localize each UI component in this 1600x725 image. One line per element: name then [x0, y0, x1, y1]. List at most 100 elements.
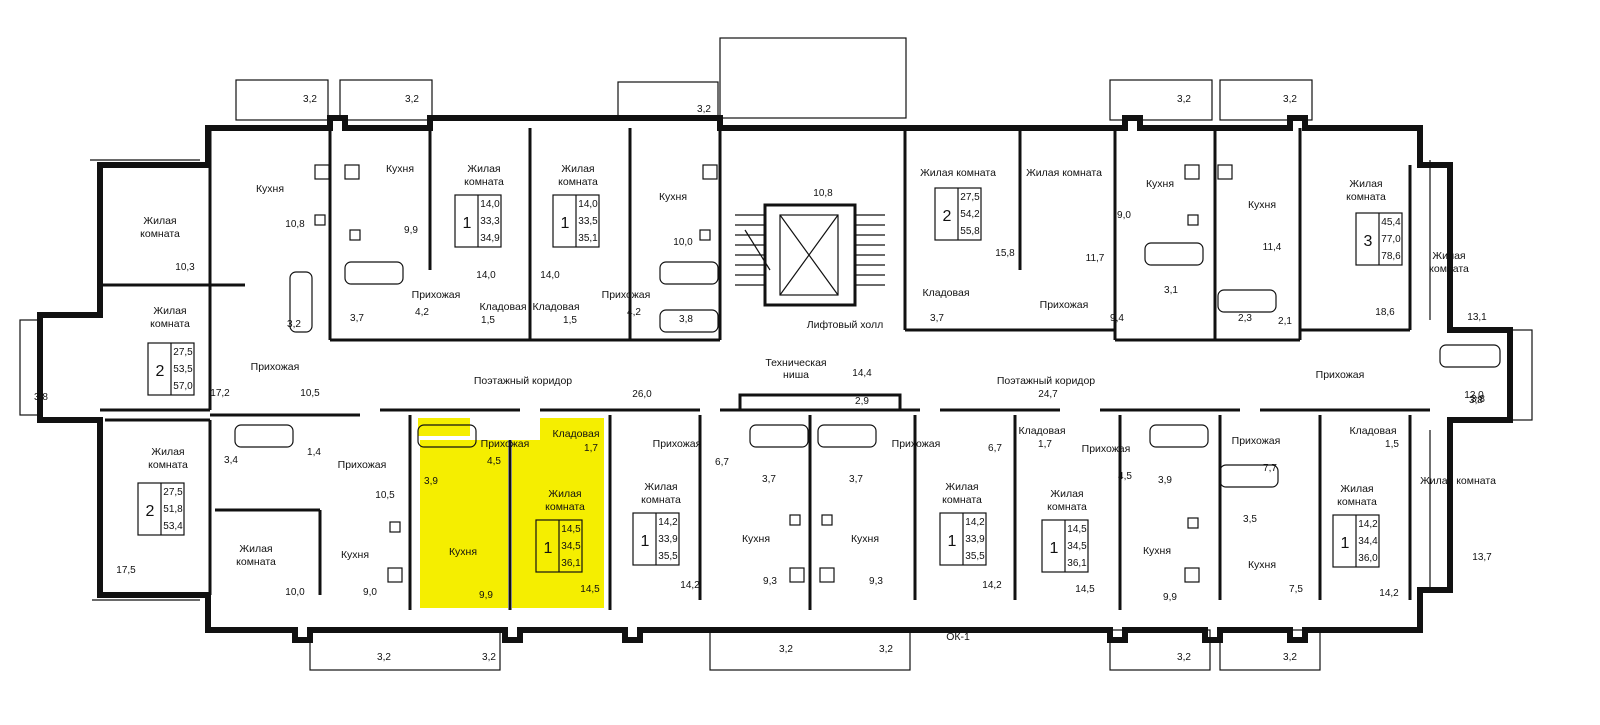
apartment-total-area: 77,0: [1381, 234, 1401, 245]
svg-text:2,3: 2,3: [1238, 313, 1252, 324]
apartment-gross-area: 36,0: [1358, 553, 1378, 564]
apartment-gross-area: 55,8: [960, 226, 980, 237]
svg-text:10,0: 10,0: [673, 237, 693, 248]
svg-text:4,2: 4,2: [627, 307, 641, 318]
svg-text:9,4: 9,4: [1110, 313, 1124, 324]
apartment-gross-area: 35,1: [578, 233, 598, 244]
svg-text:14,2: 14,2: [1379, 588, 1399, 599]
svg-text:26,0: 26,0: [632, 389, 652, 400]
apartment-living-area: 27,5: [173, 347, 193, 358]
svg-text:3,2: 3,2: [697, 104, 711, 115]
svg-text:комната: комната: [464, 176, 504, 188]
svg-text:Жилая: Жилая: [1349, 178, 1382, 190]
apartment-gross-area: 35,5: [658, 551, 678, 562]
svg-text:Жилая: Жилая: [945, 481, 978, 493]
svg-text:Кухня: Кухня: [742, 533, 770, 545]
svg-text:3,2: 3,2: [303, 94, 317, 105]
stair-lift-core: [735, 203, 885, 307]
svg-text:2,1: 2,1: [1278, 316, 1292, 327]
apartment-gross-area: 36,1: [561, 558, 581, 569]
svg-text:Жилая: Жилая: [1432, 250, 1465, 262]
svg-text:Жилая: Жилая: [1050, 488, 1083, 500]
svg-text:Техническая: Техническая: [765, 357, 826, 369]
svg-text:3,2: 3,2: [879, 644, 893, 655]
svg-text:Прихожая: Прихожая: [481, 438, 530, 450]
apartment-rooms: 1: [544, 540, 553, 557]
svg-text:комната: комната: [1337, 496, 1377, 508]
svg-text:3,2: 3,2: [1283, 652, 1297, 663]
apartment-living-area: 14,0: [480, 199, 500, 210]
svg-text:4,5: 4,5: [487, 456, 501, 467]
apartment-living-area: 27,5: [960, 192, 980, 203]
svg-text:1,5: 1,5: [563, 315, 577, 326]
svg-text:3,2: 3,2: [1177, 94, 1191, 105]
apartment-total-area: 33,9: [658, 534, 678, 545]
apartment-gross-area: 35,5: [965, 551, 985, 562]
svg-text:3,2: 3,2: [482, 652, 496, 663]
svg-text:Кухня: Кухня: [341, 549, 369, 561]
svg-text:Прихожая: Прихожая: [1040, 299, 1089, 311]
svg-text:Прихожая: Прихожая: [338, 459, 387, 471]
svg-text:1,7: 1,7: [584, 443, 598, 454]
svg-text:Жилая: Жилая: [239, 543, 272, 555]
highlighted-apartment: [418, 418, 604, 608]
svg-text:комната: комната: [641, 494, 681, 506]
apartment-total-area: 33,3: [480, 216, 500, 227]
apartment-info: 1 14,0 33,3 34,9 1 14,0 33,5 35,1 2 27,5…: [146, 192, 1402, 569]
svg-text:Жилая: Жилая: [467, 163, 500, 175]
svg-text:2,9: 2,9: [855, 396, 869, 407]
svg-text:Жилая комната: Жилая комната: [1026, 167, 1102, 179]
apartment-total-area: 34,5: [1067, 541, 1087, 552]
svg-text:14,5: 14,5: [1075, 584, 1095, 595]
svg-text:комната: комната: [140, 228, 180, 240]
apartment-total-area: 33,5: [578, 216, 598, 227]
svg-text:Поэтажный коридор: Поэтажный коридор: [474, 375, 572, 387]
svg-text:комната: комната: [1429, 263, 1469, 275]
svg-text:3,9: 3,9: [1158, 475, 1172, 486]
svg-text:11,4: 11,4: [1263, 242, 1282, 253]
svg-text:Жилая: Жилая: [153, 305, 186, 317]
apartment-gross-area: 53,4: [163, 521, 183, 532]
svg-text:комната: комната: [236, 556, 276, 568]
apartment-total-area: 54,2: [960, 209, 980, 220]
bath-fixtures: [234, 242, 1501, 488]
svg-text:Кухня: Кухня: [1143, 545, 1171, 557]
svg-text:9,3: 9,3: [763, 576, 777, 587]
svg-text:Прихожая: Прихожая: [1082, 443, 1131, 455]
svg-text:7,5: 7,5: [1289, 584, 1303, 595]
svg-text:Кухня: Кухня: [1248, 559, 1276, 571]
svg-text:11,7: 11,7: [1086, 253, 1105, 264]
apartment-living-area: 14,2: [1358, 519, 1378, 530]
apartment-rooms: 2: [943, 208, 952, 225]
svg-text:15,8: 15,8: [995, 248, 1015, 259]
apartment-living-area: 45,4: [1381, 217, 1401, 228]
apartment-total-area: 34,4: [1358, 536, 1378, 547]
apartment-rooms: 1: [641, 533, 650, 550]
apartment-rooms: 1: [463, 215, 472, 232]
svg-text:3,7: 3,7: [849, 474, 863, 485]
svg-text:Жилая: Жилая: [143, 215, 176, 227]
svg-text:14,2: 14,2: [982, 580, 1002, 591]
apartment-living-area: 14,5: [561, 524, 581, 535]
svg-text:4,2: 4,2: [415, 307, 429, 318]
svg-text:10,0: 10,0: [285, 587, 305, 598]
room-areas: 10,8 10,3 9,9 14,0 14,0 10,0 3,2 3,7 4,2…: [116, 188, 1492, 603]
svg-text:Жилая: Жилая: [644, 481, 677, 493]
svg-text:Кладовая: Кладовая: [922, 287, 969, 299]
svg-text:14,2: 14,2: [680, 580, 700, 591]
balcony-areas: 3,2 3,2 3,2 3,2 3,2 3,2 3,2 3,2 3,2 3,2 …: [34, 94, 1485, 663]
svg-text:3,2: 3,2: [1177, 652, 1191, 663]
svg-text:комната: комната: [558, 176, 598, 188]
svg-text:Прихожая: Прихожая: [653, 438, 702, 450]
svg-text:3,8: 3,8: [679, 314, 693, 325]
svg-text:Кухня: Кухня: [449, 546, 477, 558]
svg-text:1,5: 1,5: [1385, 439, 1399, 450]
balconies: [19, 37, 1533, 671]
apartment-rooms: 1: [1341, 535, 1350, 552]
stove-icons: [314, 164, 1233, 583]
svg-text:6,7: 6,7: [988, 443, 1002, 454]
svg-text:14,5: 14,5: [580, 584, 600, 595]
svg-text:3,2: 3,2: [287, 319, 301, 330]
svg-text:ниша: ниша: [783, 369, 809, 381]
svg-text:Кухня: Кухня: [256, 183, 284, 195]
